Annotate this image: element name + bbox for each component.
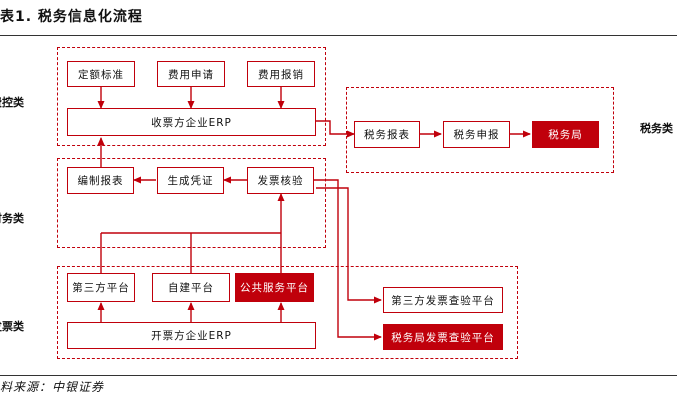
self-built-platform-box: 自建平台 bbox=[152, 273, 230, 302]
invoice-verify-box: 发票核验 bbox=[247, 167, 314, 194]
quota-standard-box: 定额标准 bbox=[67, 61, 135, 87]
issuer-erp-box: 开票方企业ERP bbox=[67, 322, 316, 349]
tax-filing-box: 税务申报 bbox=[443, 121, 510, 148]
invoice-group bbox=[57, 266, 518, 359]
source-note: 料来源：中银证券 bbox=[0, 380, 105, 394]
expense-request-box: 费用申请 bbox=[157, 61, 225, 87]
tax-bureau-box: 税务局 bbox=[532, 121, 599, 148]
prepare-report-box: 编制报表 bbox=[67, 167, 134, 194]
category-tax: 税务类 bbox=[640, 122, 673, 135]
category-finance: 财务类 bbox=[0, 212, 24, 225]
receiver-erp-box: 收票方企业ERP bbox=[67, 108, 316, 136]
third-party-platform-box: 第三方平台 bbox=[67, 273, 135, 302]
bottom-divider bbox=[0, 375, 677, 376]
top-divider bbox=[0, 35, 677, 36]
tax-group bbox=[346, 87, 614, 173]
expense-group bbox=[57, 47, 326, 146]
third-party-check-box: 第三方发票查验平台 bbox=[383, 287, 503, 313]
category-invoice: 发票类 bbox=[0, 320, 24, 333]
tax-bureau-check-box: 税务局发票查验平台 bbox=[383, 324, 503, 350]
category-expense: 费控类 bbox=[0, 96, 24, 109]
expense-reimburse-box: 费用报销 bbox=[247, 61, 315, 87]
public-service-platform-box: 公共服务平台 bbox=[235, 273, 314, 302]
generate-voucher-box: 生成凭证 bbox=[157, 167, 224, 194]
tax-report-box: 税务报表 bbox=[354, 121, 420, 148]
page-title: 表1. 税务信息化流程 bbox=[0, 9, 143, 25]
